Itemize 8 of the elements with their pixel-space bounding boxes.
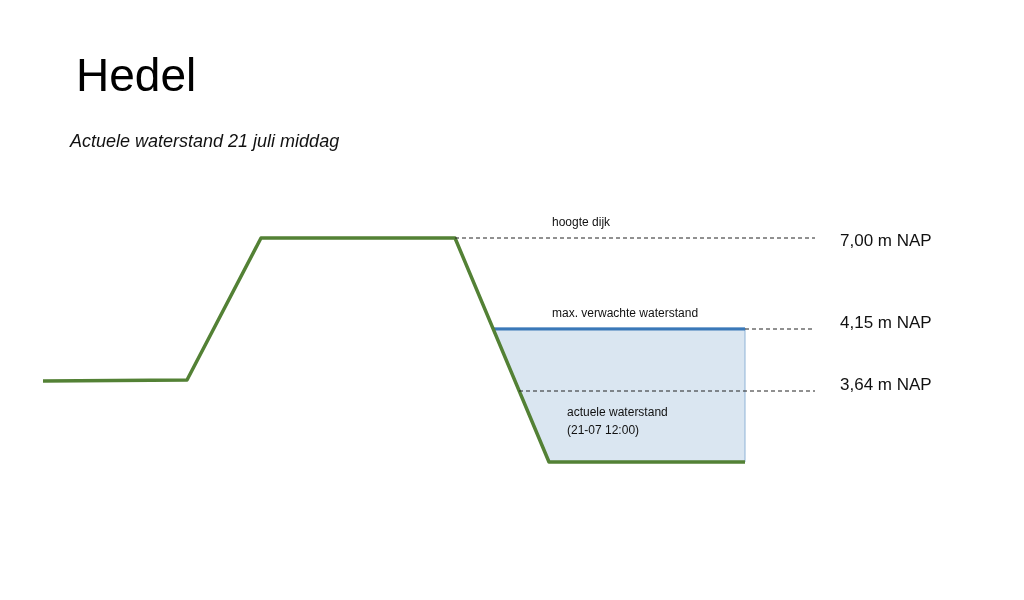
subtitle: Actuele waterstand 21 juli middag: [70, 131, 340, 152]
level-label: max. verwachte waterstand: [552, 306, 699, 320]
level-label: actuele waterstand (21-07 12:00): [567, 404, 669, 439]
level-value: 4,15 m NAP: [840, 313, 932, 333]
level-value: 3,64 m NAP: [840, 375, 932, 395]
level-value: 7,00 m NAP: [840, 231, 932, 251]
title: Hedel: [76, 48, 197, 102]
level-label: hoogte dijk: [552, 215, 611, 229]
